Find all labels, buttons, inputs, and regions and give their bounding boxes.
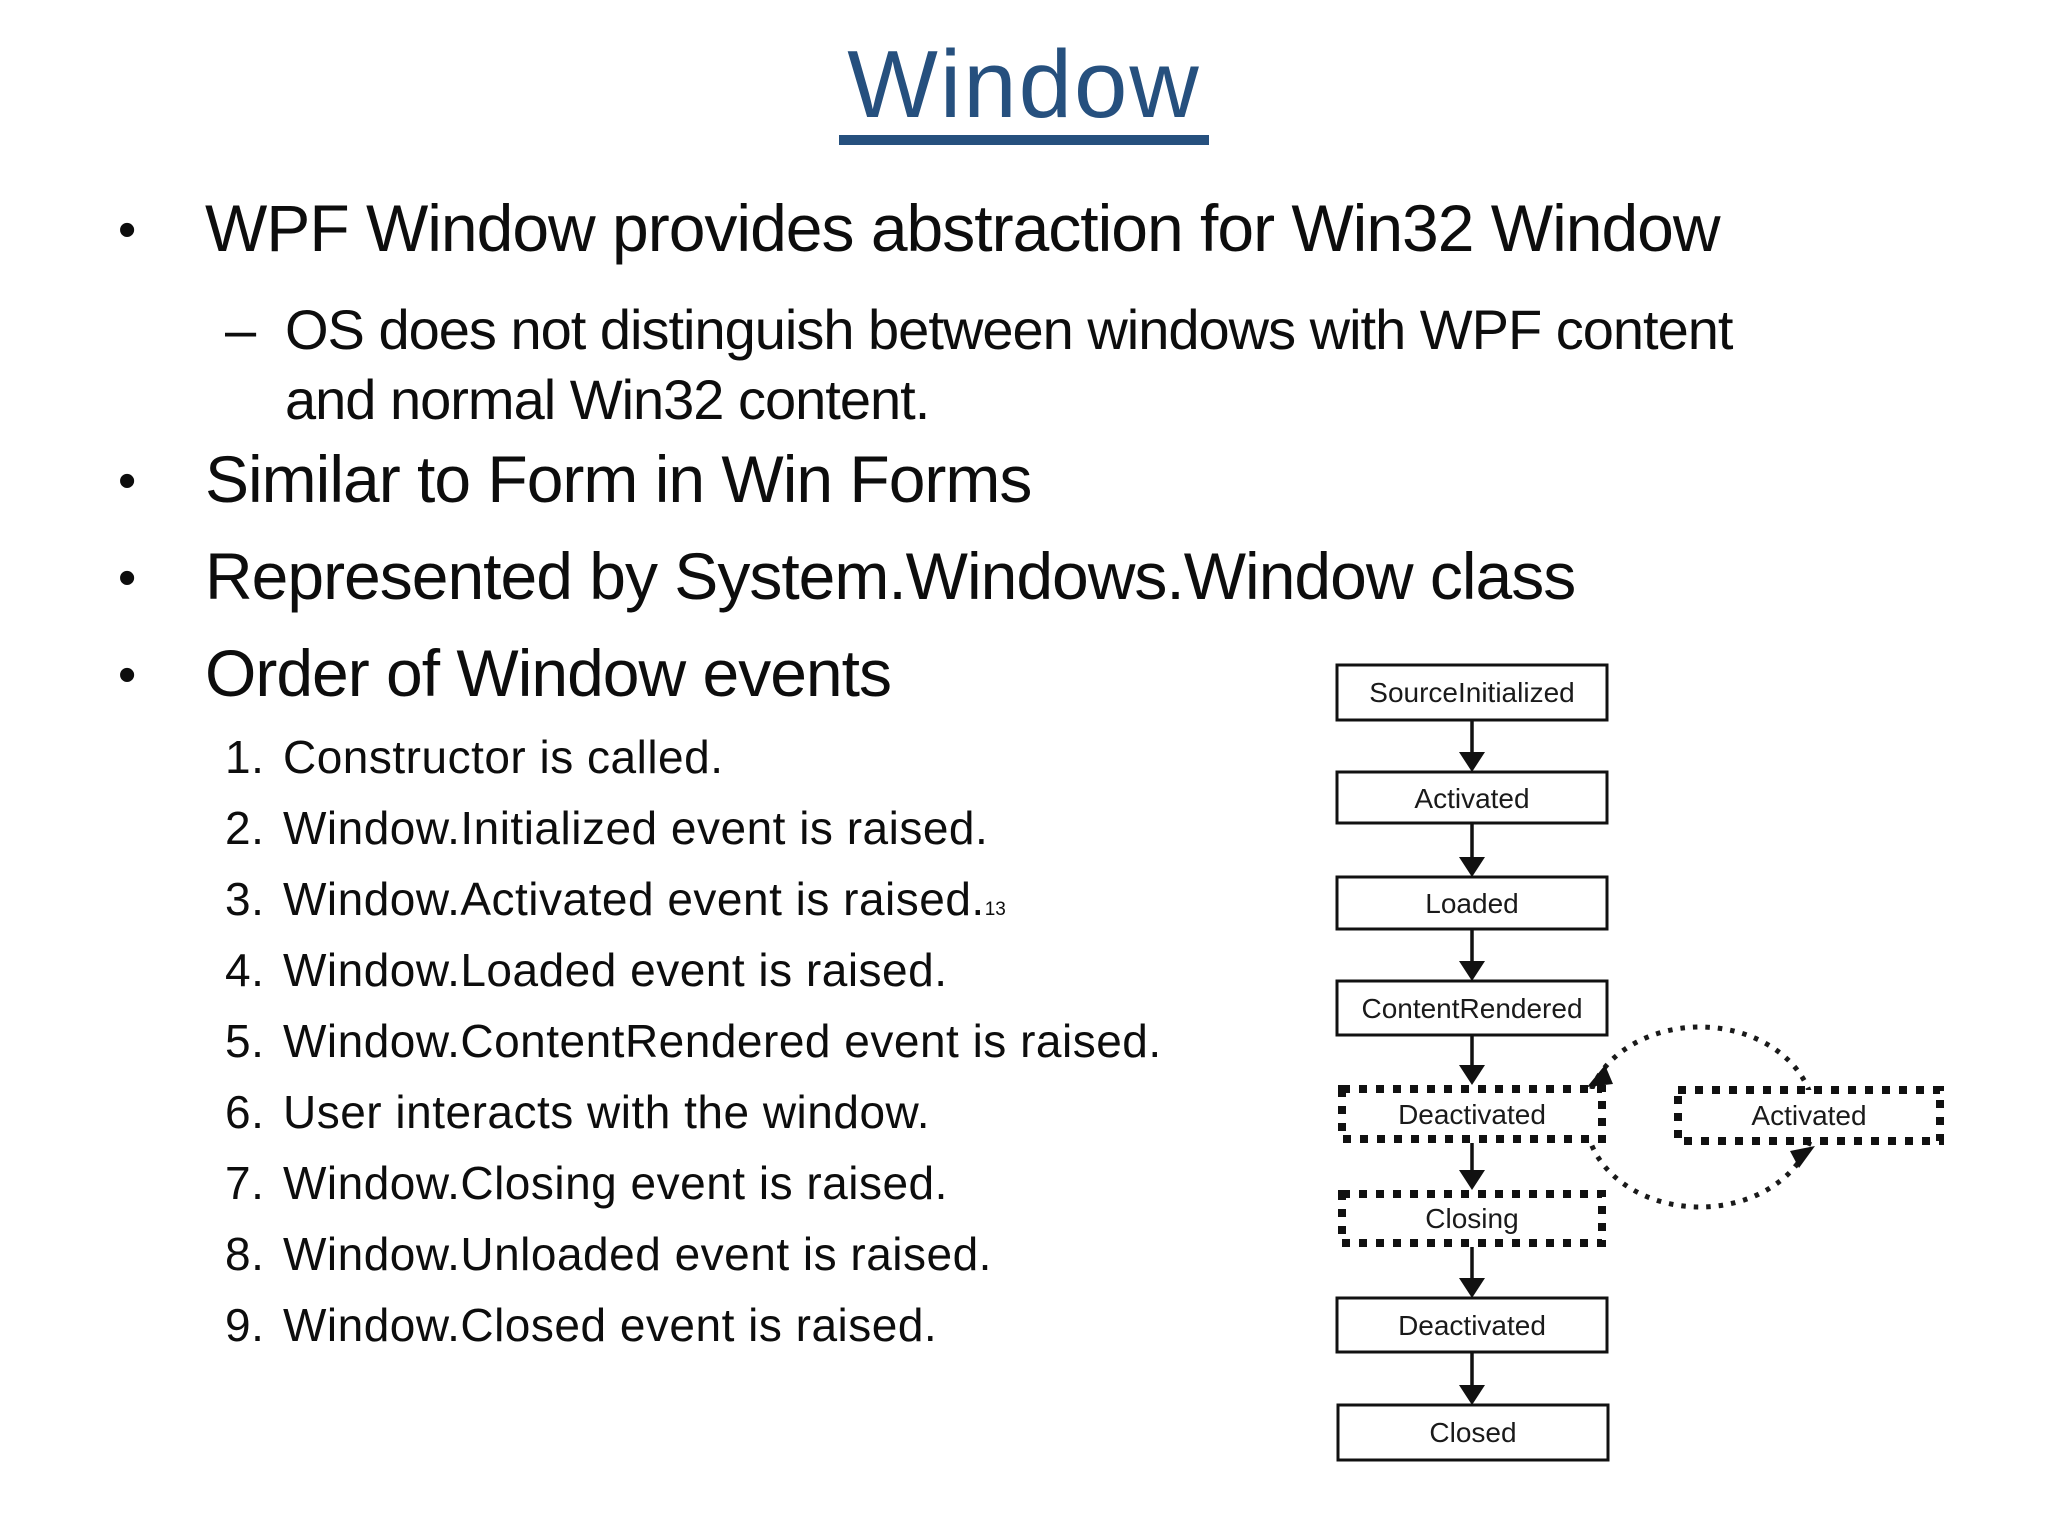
cycle-arrowhead-to-deactivated [1587, 1065, 1613, 1087]
slide-header: Window [0, 37, 2048, 145]
node-sourceinitialized [1335, 663, 1609, 722]
sub-bullet-line-2: and normal Win32 content. [285, 368, 930, 431]
bullet-marker: • [118, 452, 136, 510]
list-item: 1. Constructor is called. [0, 722, 1300, 793]
flow-nodes-solid [1335, 663, 1610, 1462]
bullet-text: WPF Window provides abstraction for Win3… [205, 191, 1721, 265]
bullet-marker: • [118, 201, 136, 259]
list-item-number: 2. [225, 802, 265, 854]
bullet-item-order-events: • Order of Window events [118, 640, 892, 706]
list-item-number: 7. [225, 1157, 265, 1209]
bullet-text: Represented by System.Windows.Window cla… [205, 539, 1576, 613]
bullet-marker: • [118, 549, 136, 607]
bullet-marker: • [118, 646, 136, 704]
list-item: 4. Window.Loaded event is raised. [0, 935, 1300, 1006]
page-title: Window [839, 37, 1209, 145]
window-events-list: 1. Constructor is called. 2. Window.Init… [0, 722, 1300, 1361]
list-item-number: 3. [225, 873, 265, 925]
node-deactivated-2 [1335, 1296, 1609, 1354]
node-label-loaded: Loaded [1425, 888, 1518, 919]
bullet-text: Similar to Form in Win Forms [205, 442, 1032, 516]
node-label-deactivated-1: Deactivated [1398, 1099, 1546, 1130]
bullet-text: Order of Window events [205, 636, 892, 710]
node-label-contentrendered: ContentRendered [1361, 993, 1582, 1024]
bullet-item-represented-by: • Represented by System.Windows.Window c… [118, 543, 1576, 609]
list-item-text: Window.ContentRendered event is raised. [283, 1015, 1162, 1067]
list-item-text-main: Window.Activated event is raised. [283, 873, 985, 925]
node-label-sourceinitialized: SourceInitialized [1369, 677, 1574, 708]
list-item-text: Window.Unloaded event is raised. [283, 1228, 992, 1280]
list-item: 2. Window.Initialized event is raised. [0, 793, 1300, 864]
node-loaded [1335, 875, 1609, 931]
list-item-text: Window.Loaded event is raised. [283, 944, 948, 996]
list-item-text: Window.Initialized event is raised. [283, 802, 989, 854]
node-label-activated: Activated [1414, 783, 1529, 814]
window-lifecycle-diagram: SourceInitialized Activated Loaded Conte… [1335, 663, 1944, 1462]
sub-bullet-os-distinguish: – OS does not distinguish between window… [225, 295, 1733, 435]
node-label-deactivated-2: Deactivated [1398, 1310, 1546, 1341]
cycle-arrowhead-to-activated [1790, 1146, 1815, 1168]
list-item: 3. Window.Activated event is raised.13 [0, 864, 1300, 935]
list-item-number: 9. [225, 1299, 265, 1351]
node-closing [1338, 1190, 1606, 1247]
flow-nodes-dotted [1338, 1085, 1944, 1247]
list-item-number: 8. [225, 1228, 265, 1280]
list-item-text: Constructor is called. [283, 731, 724, 783]
node-activated [1335, 770, 1609, 825]
sub-bullet-line-1: OS does not distinguish between windows … [285, 298, 1733, 361]
list-item-text: Window.Closed event is raised. [283, 1299, 938, 1351]
node-label-closing: Closing [1425, 1203, 1518, 1234]
bullet-item-similar-form: • Similar to Form in Win Forms [118, 446, 1032, 512]
list-item-number: 6. [225, 1086, 265, 1138]
node-activated-cycle [1674, 1086, 1944, 1145]
list-item: 9. Window.Closed event is raised. [0, 1290, 1300, 1361]
list-item: 7. Window.Closing event is raised. [0, 1148, 1300, 1219]
list-item: 8. Window.Unloaded event is raised. [0, 1219, 1300, 1290]
list-item-text: Window.Activated event is raised.13 [283, 864, 1006, 945]
node-closed [1336, 1403, 1610, 1462]
flow-arrows [1459, 720, 1485, 1405]
list-item-number: 5. [225, 1015, 265, 1067]
node-contentrendered [1335, 979, 1609, 1037]
dash-marker: – [225, 298, 256, 361]
list-item: 6. User interacts with the window. [0, 1077, 1300, 1148]
list-item-text: User interacts with the window. [283, 1086, 930, 1138]
footnote-marker: 13 [984, 899, 1006, 920]
list-item: 5. Window.ContentRendered event is raise… [0, 1006, 1300, 1077]
list-item-text: Window.Closing event is raised. [283, 1157, 948, 1209]
node-label-closed: Closed [1429, 1417, 1516, 1448]
node-deactivated-1 [1338, 1085, 1606, 1143]
bullet-item-wpf-window: • WPF Window provides abstraction for Wi… [118, 195, 1721, 261]
list-item-number: 4. [225, 944, 265, 996]
list-item-number: 1. [225, 731, 265, 783]
node-label-activated-cycle: Activated [1751, 1100, 1866, 1131]
